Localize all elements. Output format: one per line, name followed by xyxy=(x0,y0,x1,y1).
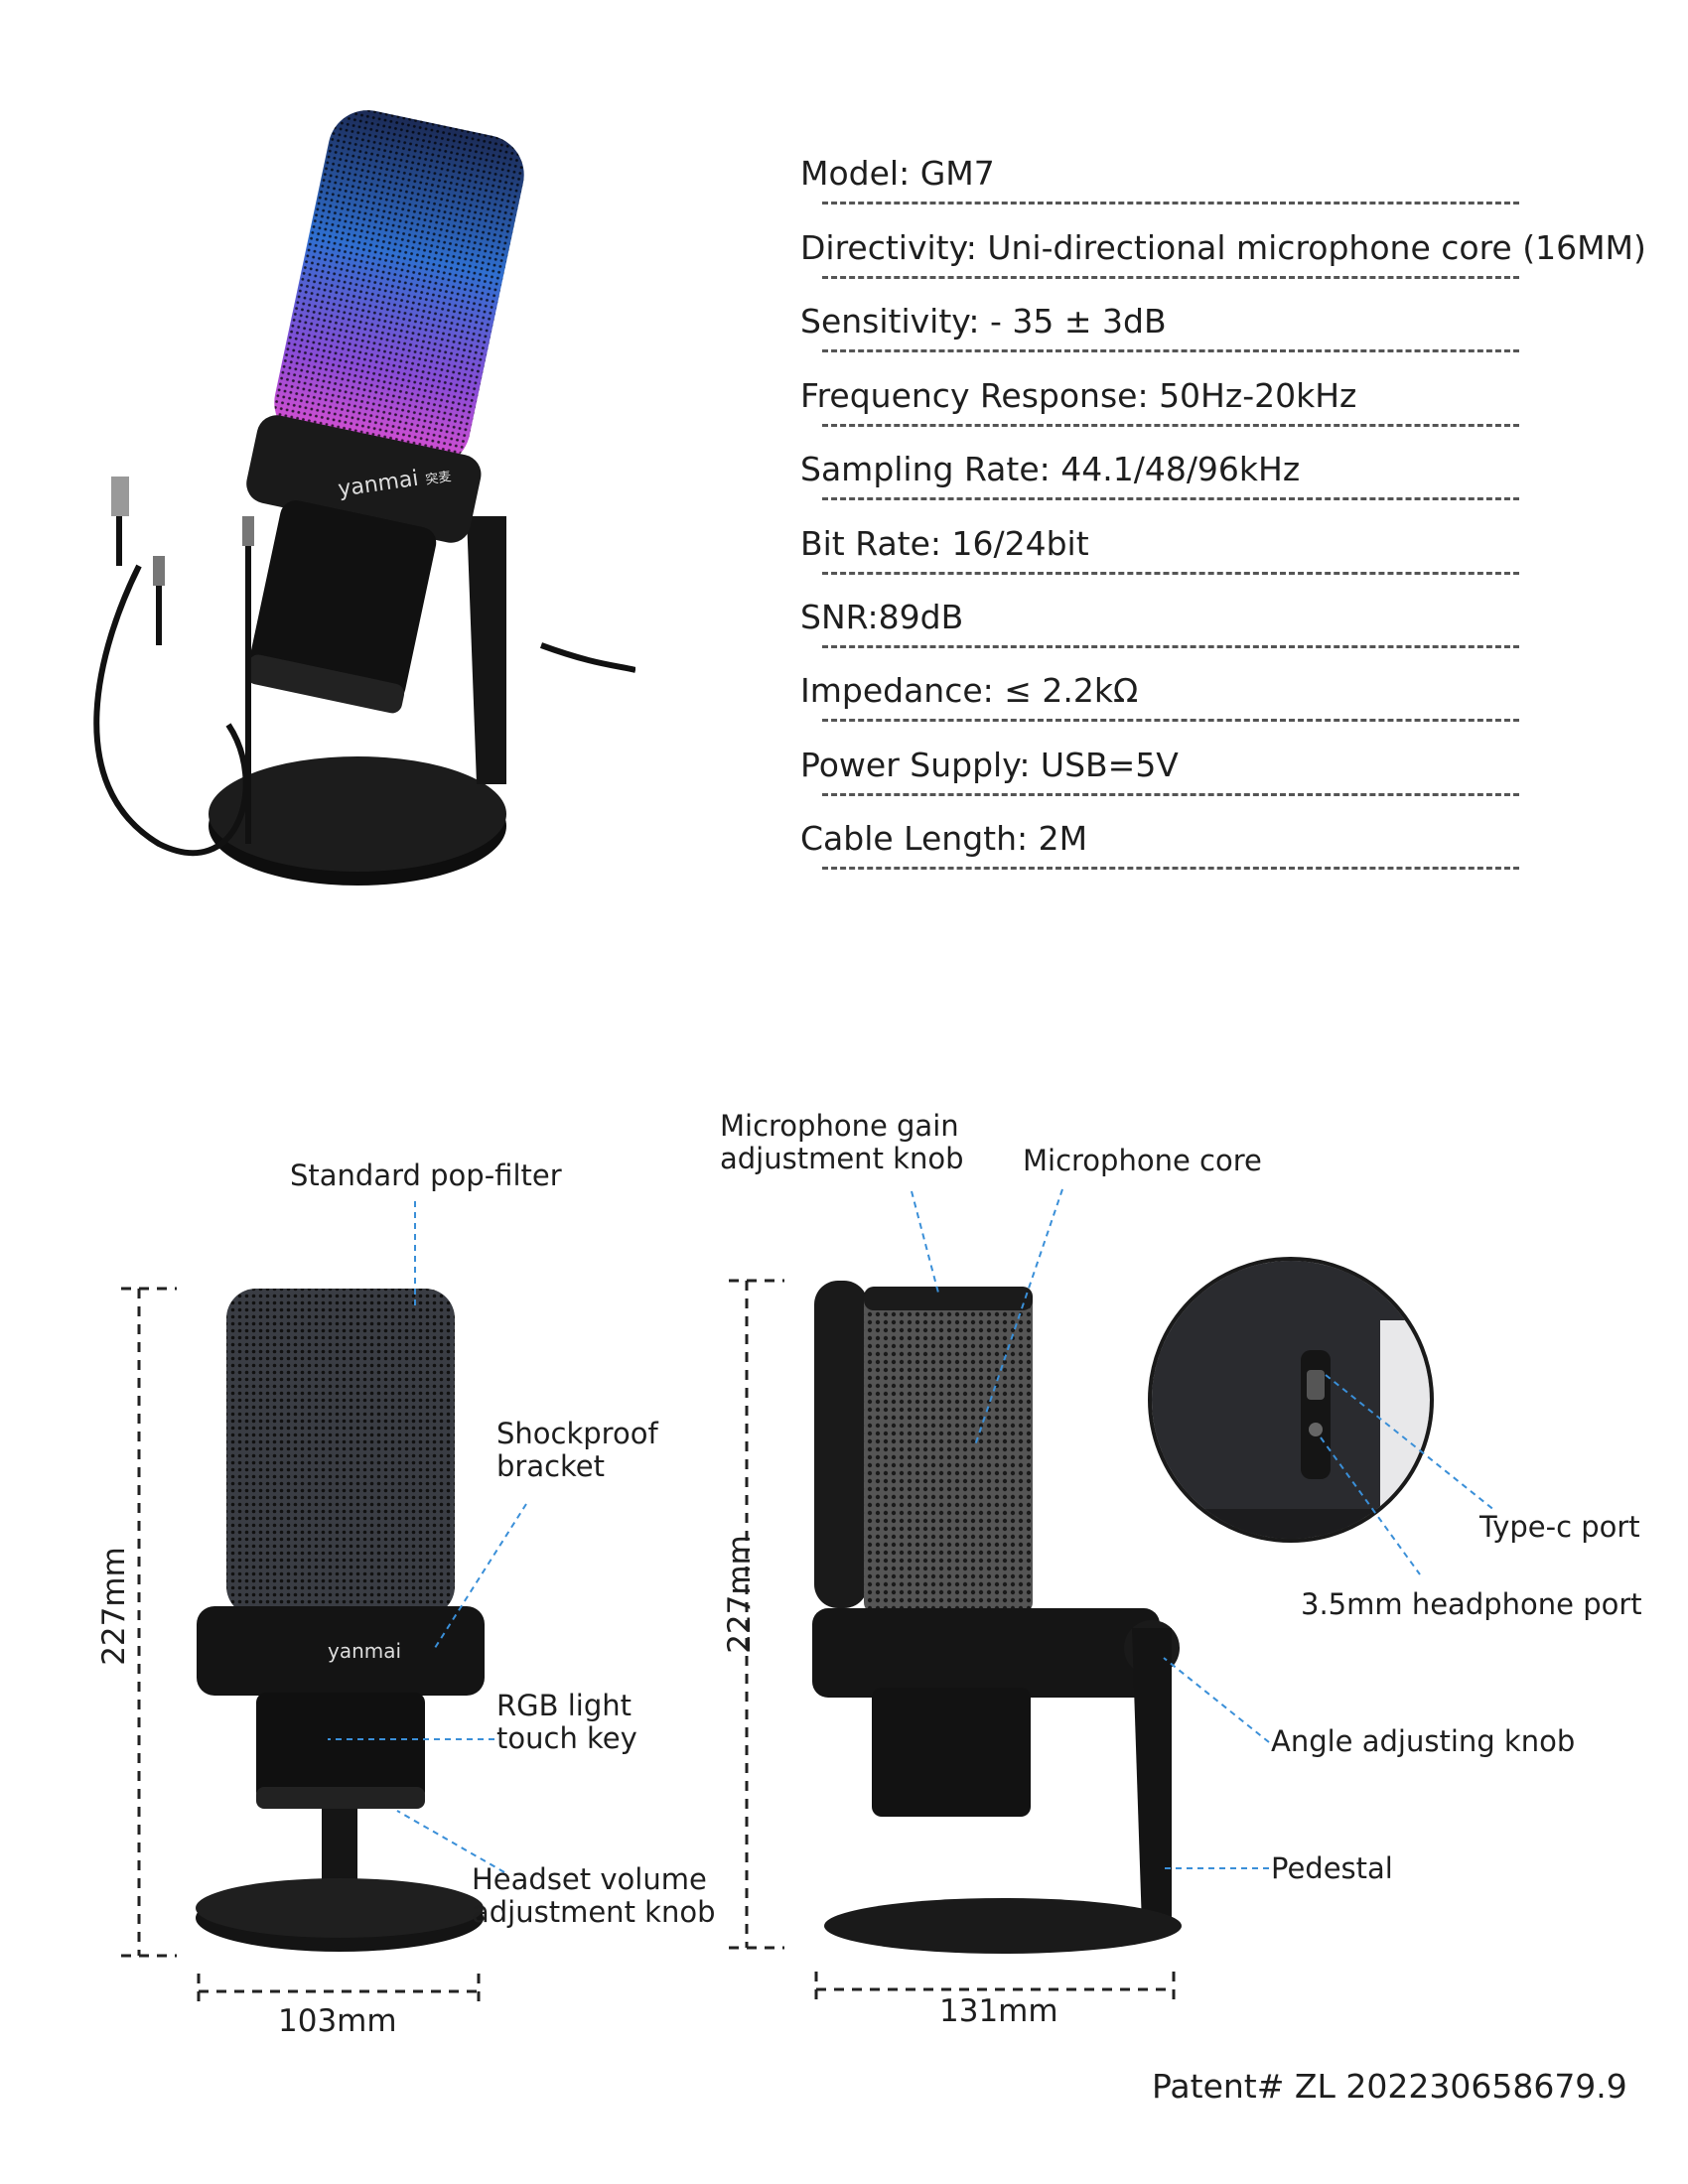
label-rgb-2: touch key xyxy=(496,1721,637,1755)
port-zoom xyxy=(1148,1257,1434,1543)
spec-row: Directivity: Uni-directional microphone … xyxy=(800,228,1646,300)
svg-text:yanmai: yanmai xyxy=(328,1639,401,1663)
callout-lines xyxy=(328,1188,1496,1873)
spec-row: Sensitivity: - 35 ± 3dB xyxy=(800,302,1525,373)
hero-illustration xyxy=(93,110,635,886)
dim-front-height: 227mm xyxy=(96,1547,132,1666)
spec-divider xyxy=(822,867,1519,870)
label-angle: Angle adjusting knob xyxy=(1271,1724,1576,1758)
label-pop-filter: Standard pop-filter xyxy=(290,1159,562,1192)
spec-row: Model: GM7 xyxy=(800,154,1525,225)
spec-cable: Cable Length: 2M xyxy=(800,819,1088,858)
label-gain-1: Microphone gain xyxy=(720,1109,959,1143)
spec-divider xyxy=(822,572,1519,575)
dim-front-width: 103mm xyxy=(278,2003,397,2039)
label-shockproof-1: Shockproof xyxy=(496,1417,658,1450)
spec-divider xyxy=(822,645,1519,648)
label-typec: Type-c port xyxy=(1479,1510,1640,1544)
spec-row: Cable Length: 2M xyxy=(800,819,1525,890)
label-shockproof-2: bracket xyxy=(496,1449,606,1483)
dim-side-height: 227mm xyxy=(722,1535,758,1654)
spec-directivity: Directivity: Uni-directional microphone … xyxy=(800,228,1646,267)
label-headset-2: adjustment knob xyxy=(472,1895,716,1929)
spec-snr: SNR:89dB xyxy=(800,598,964,636)
spec-row: Frequency Response: 50Hz-20kHz xyxy=(800,376,1525,448)
spec-row: Bit Rate: 16/24bit xyxy=(800,524,1525,596)
spec-impedance: Impedance: ≤ 2.2kΩ xyxy=(800,671,1139,710)
spec-divider xyxy=(822,349,1519,352)
label-headset-1: Headset volume xyxy=(472,1862,707,1896)
label-core: Microphone core xyxy=(1023,1144,1262,1177)
brand-logo-sub: 突麦 xyxy=(424,470,453,488)
spec-divider xyxy=(822,497,1519,500)
spec-bitrate: Bit Rate: 16/24bit xyxy=(800,524,1089,563)
spec-row: Impedance: ≤ 2.2kΩ xyxy=(800,671,1525,743)
label-rgb-1: RGB light xyxy=(496,1689,633,1722)
front-view-mic xyxy=(196,1289,485,1952)
spec-row: Sampling Rate: 44.1/48/96kHz xyxy=(800,450,1525,521)
label-pedestal: Pedestal xyxy=(1271,1851,1393,1885)
spec-power: Power Supply: USB=5V xyxy=(800,746,1179,784)
product-hero: yanmai 突麦 xyxy=(40,89,635,943)
label-gain-2: adjustment knob xyxy=(720,1142,964,1175)
spec-divider xyxy=(822,424,1519,427)
patent-number: Patent# ZL 202230658679.9 xyxy=(1152,2067,1627,2106)
side-view-mic xyxy=(812,1281,1182,1954)
spec-divider xyxy=(822,202,1519,205)
spec-divider xyxy=(822,719,1519,722)
spec-divider xyxy=(822,276,1519,279)
dim-side-width: 131mm xyxy=(939,1993,1058,2029)
spec-divider xyxy=(822,793,1519,796)
spec-model: Model: GM7 xyxy=(800,154,995,193)
spec-sensitivity: Sensitivity: - 35 ± 3dB xyxy=(800,302,1167,341)
spec-sampling: Sampling Rate: 44.1/48/96kHz xyxy=(800,450,1301,488)
spec-row: Power Supply: USB=5V xyxy=(800,746,1525,817)
spec-frequency: Frequency Response: 50Hz-20kHz xyxy=(800,376,1357,415)
spec-row: SNR:89dB xyxy=(800,598,1525,669)
label-headphone: 3.5mm headphone port xyxy=(1301,1587,1642,1621)
